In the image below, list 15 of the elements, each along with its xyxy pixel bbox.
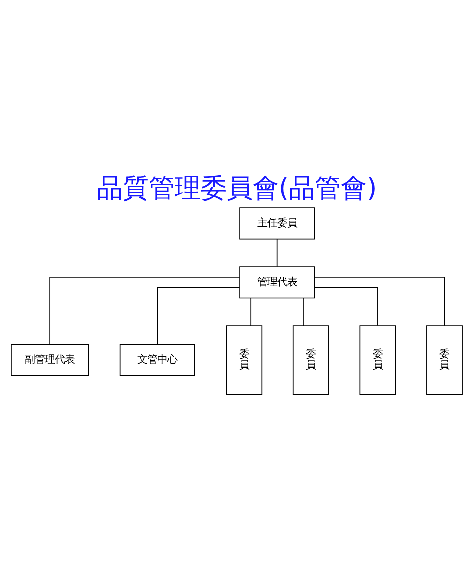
node-box: 管理代表: [240, 266, 316, 298]
connector: [314, 286, 378, 326]
node-box: 副管理代表: [11, 344, 90, 376]
connector: [314, 276, 446, 326]
node-box: 委員: [426, 325, 463, 394]
connector: [50, 276, 240, 344]
node-box: 委員: [292, 325, 330, 394]
node-box: 委員: [360, 325, 396, 394]
node-box: 主任委員: [240, 207, 316, 240]
diagram-title: 品質管理委員會(品管會): [96, 173, 378, 204]
connector: [250, 297, 252, 326]
connector: [276, 238, 278, 267]
node-box: 文管中心: [120, 344, 196, 376]
node-box: 委員: [226, 325, 263, 394]
connector: [157, 286, 240, 344]
